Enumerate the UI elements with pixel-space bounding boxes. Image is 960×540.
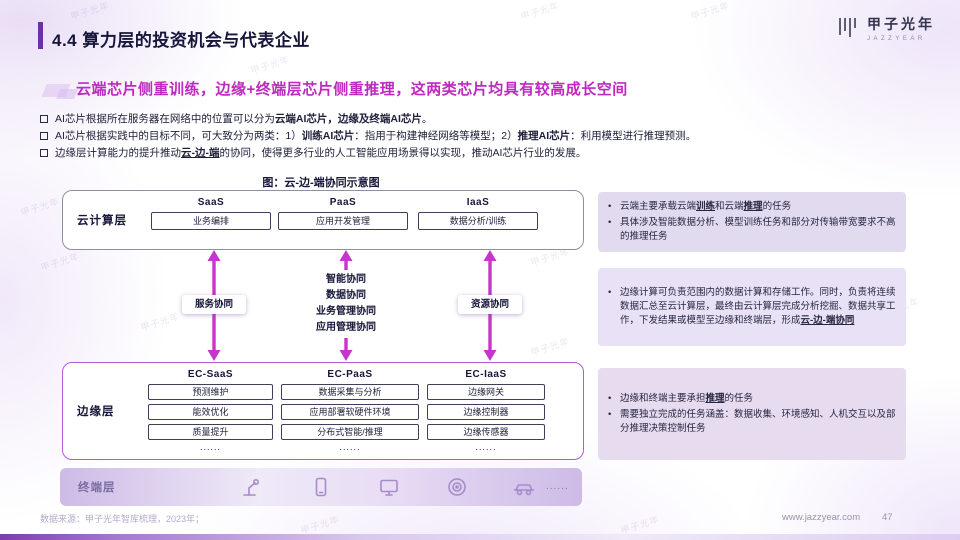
- bullet-text: 边缘层计算能力的提升推动云-边-端的协同，使得更多行业的人工智能应用场景得以实现…: [55, 147, 587, 159]
- tv-icon: [380, 479, 398, 496]
- watermark: 甲子光年: [249, 54, 291, 76]
- note-text: 云端主要承载云端训练和云端推理的任务: [620, 201, 792, 212]
- diagram-cell: 数据分析/训练: [418, 212, 538, 230]
- diagram-cell: 边缘传感器: [427, 424, 545, 440]
- logo-name: 甲子光年: [867, 16, 935, 32]
- title-accent-bar: [38, 22, 43, 49]
- note-text: 具体涉及智能数据分析、模型训练任务和部分对传输带宽要求不高的推理任务: [620, 217, 896, 242]
- bottom-gradient-strip: [0, 534, 960, 540]
- website-url: www.jazzyear.com: [782, 512, 861, 523]
- jazzyear-logo: 甲子光年 JAZZYEAR: [836, 14, 935, 42]
- cloud-layer-label: 云计算层: [77, 215, 127, 227]
- ellipsis-text: ......: [546, 481, 569, 492]
- column-header: PaaS: [329, 197, 357, 208]
- sync-line: 智能协同: [326, 274, 366, 285]
- diagram-cell: 应用部署软硬件环境: [281, 404, 419, 420]
- page-title: 4.4 算力层的投资机会与代表企业: [52, 31, 310, 50]
- edge-column-ec-paas: EC-PaaS 数据采集与分析 应用部署软硬件环境 分布式智能/推理 .....…: [281, 369, 419, 452]
- jazzyear-logo-icon: [839, 18, 856, 37]
- bullet-item: AI芯片根据所在服务器在网络中的位置可以分为云端AI芯片，边缘及终端AI芯片。: [40, 112, 930, 126]
- cloud-column-paas: PaaS 应用开发管理: [278, 197, 408, 230]
- ellipsis-text: ......: [339, 442, 361, 452]
- note-line: 需要独立完成的任务涵盖：数据收集、环境感知、人机交互以及部分推理决策控制任务: [608, 408, 896, 436]
- bullet-text: AI芯片根据所在服务器在网络中的位置可以分为云端AI芯片，边缘及终端AI芯片。: [55, 113, 433, 125]
- watermark: 甲子光年: [69, 0, 111, 22]
- sync-line: 数据协同: [326, 290, 366, 301]
- edge-layer-label: 边缘层: [77, 406, 115, 418]
- diagram-cell: 质量提升: [148, 424, 273, 440]
- edge-column-ec-iaas: EC-IaaS 边缘网关 边缘控制器 边缘传感器 ......: [427, 369, 545, 452]
- smart-speaker-icon: [448, 478, 466, 496]
- service-sync-label: 服务协同: [182, 295, 246, 314]
- cloud-column-iaas: IaaS 数据分析/训练: [418, 197, 538, 230]
- watermark: 甲子光年: [39, 251, 81, 273]
- column-header: EC-PaaS: [327, 369, 373, 380]
- diagram-cell: 应用开发管理: [278, 212, 408, 230]
- column-header: EC-IaaS: [465, 369, 507, 380]
- logo-subtext: JAZZYEAR: [867, 36, 926, 42]
- terminal-layer-label: 终端层: [78, 482, 116, 494]
- slide-subtitle: 云端芯片侧重训练，边缘+终端层芯片侧重推理，这两类芯片均具有较高成长空间: [76, 81, 628, 98]
- dot-bullet-icon: [608, 408, 620, 436]
- resource-sync-label: 资源协同: [458, 295, 522, 314]
- column-header: IaaS: [466, 197, 490, 208]
- bullet-item: AI芯片根据实践中的目标不同，可大致分为两类：1）训练AI芯片：指用于构建神经网…: [40, 129, 930, 143]
- note-text: 需要独立完成的任务涵盖：数据收集、环境感知、人机交互以及部分推理决策控制任务: [620, 409, 896, 434]
- robot-arm-icon: [243, 478, 260, 496]
- page-number: 47: [882, 512, 893, 523]
- square-bullet-icon: [40, 132, 48, 140]
- note-line: 具体涉及智能数据分析、模型训练任务和部分对传输带宽要求不高的推理任务: [608, 216, 896, 244]
- note-edge-computing: 边缘计算可负责范围内的数据计算和存储工作。同时，负责将连续数据汇总至云计算层，最…: [598, 268, 906, 346]
- cloud-column-saas: SaaS 业务编排: [151, 197, 271, 230]
- note-text: 边缘和终端主要承担推理的任务: [620, 393, 754, 404]
- square-bullet-icon: [40, 149, 48, 157]
- bullet-item: 边缘层计算能力的提升推动云-边-端的协同，使得更多行业的人工智能应用场景得以实现…: [40, 146, 930, 160]
- dot-bullet-icon: [608, 200, 620, 214]
- car-icon: [513, 484, 535, 496]
- dot-bullet-icon: [608, 216, 620, 244]
- center-sync-labels: 智能协同 数据协同 业务管理协同 应用管理协同: [296, 270, 396, 338]
- note-line: 边缘计算可负责范围内的数据计算和存储工作。同时，负责将连续数据汇总至云计算层，最…: [608, 286, 896, 328]
- note-edge-terminal-tasks: 边缘和终端主要承担推理的任务 需要独立完成的任务涵盖：数据收集、环境感知、人机交…: [598, 368, 906, 460]
- watermark: 甲子光年: [689, 0, 731, 22]
- phone-icon: [315, 477, 327, 497]
- column-header: EC-SaaS: [187, 369, 234, 380]
- sync-line: 业务管理协同: [316, 306, 376, 317]
- note-line: 云端主要承载云端训练和云端推理的任务: [608, 200, 896, 214]
- dot-bullet-icon: [608, 392, 620, 406]
- edge-column-ec-saas: EC-SaaS 预测维护 能效优化 质量提升 ......: [148, 369, 273, 452]
- edge-layer-box: 边缘层 EC-SaaS 预测维护 能效优化 质量提升 ...... EC-Paa…: [62, 362, 584, 460]
- watermark: 甲子光年: [19, 196, 61, 218]
- diagram-cell: 分布式智能/推理: [281, 424, 419, 440]
- ellipsis-text: ......: [475, 442, 497, 452]
- bullet-text: AI芯片根据实践中的目标不同，可大致分为两类：1）训练AI芯片：指用于构建神经网…: [55, 130, 697, 142]
- ellipsis-text: ......: [199, 442, 221, 452]
- note-cloud-tasks: 云端主要承载云端训练和云端推理的任务 具体涉及智能数据分析、模型训练任务和部分对…: [598, 192, 906, 252]
- cloud-layer-box: 云计算层 SaaS 业务编排 PaaS 应用开发管理 IaaS 数据分析/训练: [62, 190, 584, 250]
- diagram-cell: 能效优化: [148, 404, 273, 420]
- terminal-layer-band: 终端层 ......: [60, 468, 582, 506]
- diagram-title: 图：云-边-端协同示意图: [262, 177, 380, 189]
- watermark: 甲子光年: [519, 0, 561, 22]
- data-source-note: 数据来源：甲子光年智库梳理，2023年；: [40, 514, 205, 524]
- square-bullet-icon: [40, 115, 48, 123]
- note-line: 边缘和终端主要承担推理的任务: [608, 392, 896, 406]
- sync-line: 应用管理协同: [316, 322, 376, 333]
- bullet-list: AI芯片根据所在服务器在网络中的位置可以分为云端AI芯片，边缘及终端AI芯片。 …: [40, 112, 930, 163]
- column-header: SaaS: [197, 197, 225, 208]
- diagram-cell: 边缘网关: [427, 384, 545, 400]
- dot-bullet-icon: [608, 286, 620, 328]
- note-text: 边缘计算可负责范围内的数据计算和存储工作。同时，负责将连续数据汇总至云计算层，最…: [620, 287, 896, 326]
- diagram-cell: 预测维护: [148, 384, 273, 400]
- diagram-cell: 边缘控制器: [427, 404, 545, 420]
- watermark: 甲子光年: [529, 336, 571, 358]
- diagram-cell: 数据采集与分析: [281, 384, 419, 400]
- watermark: 甲子光年: [139, 311, 181, 333]
- subtitle-decoration: [55, 89, 79, 99]
- diagram-cell: 业务编排: [151, 212, 271, 230]
